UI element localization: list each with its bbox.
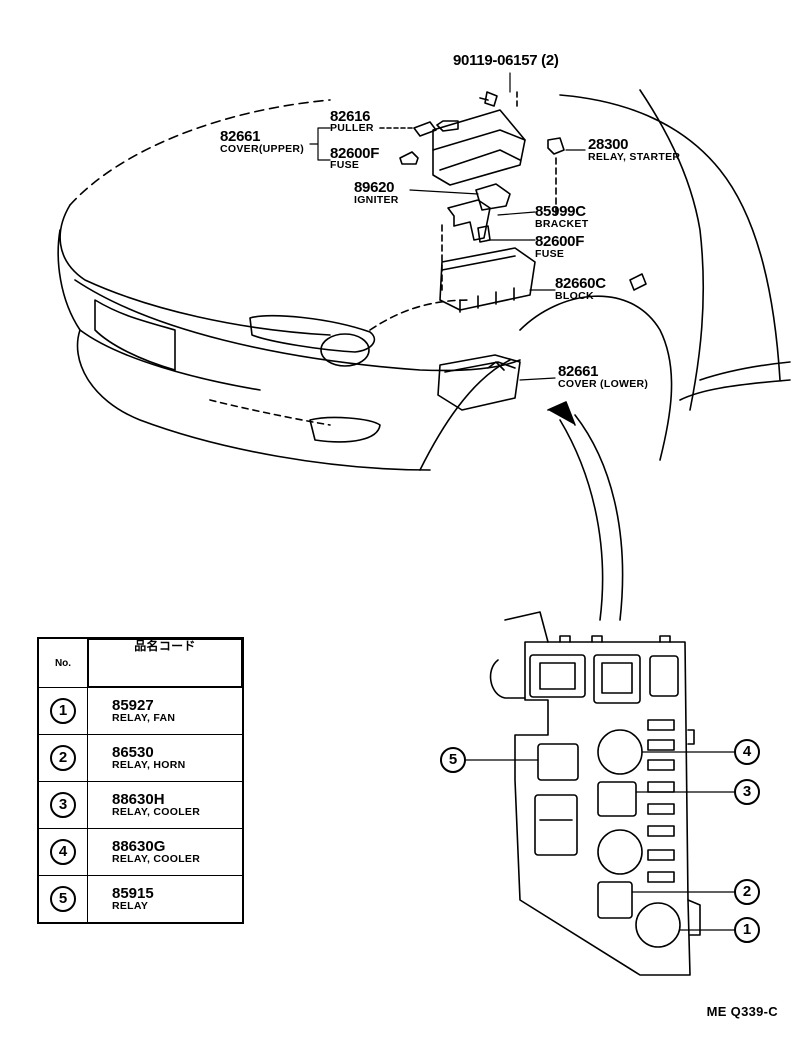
legend-code: 88630G	[112, 837, 166, 855]
part-number-puller: 82616	[330, 108, 371, 125]
part-desc-fuse-lower: FUSE	[535, 248, 565, 260]
part-desc-puller: PULLER	[330, 122, 374, 134]
part-desc-cover-lower: COVER (LOWER)	[558, 378, 649, 390]
part-desc-bracket: BRACKET	[535, 218, 589, 230]
legend-name: RELAY, HORN	[112, 758, 186, 771]
leader-lines	[309, 72, 586, 381]
part-desc-cover-upper: COVER(UPPER)	[220, 143, 305, 155]
fuse-block-detail	[489, 611, 701, 976]
part-number-bracket: 85999C	[535, 203, 586, 220]
legend-code: 85927	[112, 696, 154, 714]
callout-3: 3	[734, 779, 760, 805]
legend-header-row: No. 品名コード	[37, 637, 243, 688]
legend-number: 4	[50, 839, 76, 865]
callout-5: 5	[440, 747, 466, 773]
car-body-outline	[57, 89, 791, 471]
part-number-bolt: 90119-06157 (2)	[453, 52, 559, 69]
part-number-fuse-upper: 82600F	[330, 145, 380, 162]
part-desc-igniter: IGNITER	[354, 194, 399, 206]
legend-number: 2	[50, 745, 76, 771]
part-number-cover-upper: 82661	[220, 128, 261, 145]
legend-code: 88630H	[112, 790, 165, 808]
legend-number: 1	[50, 698, 76, 724]
part-number-igniter: 89620	[354, 179, 395, 196]
legend-code: 85915	[112, 884, 154, 902]
legend-code: 86530	[112, 743, 154, 761]
part-desc-fuse-upper: FUSE	[330, 159, 360, 171]
legend-header-name: 品名コード	[88, 639, 242, 687]
part-number-relay-starter: 28300	[588, 136, 629, 153]
part-number-block: 82660C	[555, 275, 606, 292]
legend-number: 5	[50, 886, 76, 912]
legend-number: 3	[50, 792, 76, 818]
part-number-fuse-lower: 82600F	[535, 233, 585, 250]
legend-name: RELAY, COOLER	[112, 852, 201, 865]
callout-2: 2	[734, 879, 760, 905]
callout-leaders	[465, 751, 736, 931]
fuse-block-assembly	[379, 91, 565, 411]
figure-code: ME Q339-C	[706, 1004, 778, 1019]
callout-1: 1	[734, 917, 760, 943]
legend-header-no: No.	[37, 637, 88, 688]
part-desc-relay-starter: RELAY, STARTER	[588, 151, 681, 163]
legend-name: RELAY, FAN	[112, 711, 176, 724]
callout-4: 4	[734, 739, 760, 765]
legend-name: RELAY, COOLER	[112, 805, 201, 818]
part-desc-block: BLOCK	[555, 290, 594, 302]
part-number-cover-lower: 82661	[558, 363, 599, 380]
pointer-arrow	[547, 401, 624, 621]
legend-name: RELAY	[112, 899, 149, 912]
